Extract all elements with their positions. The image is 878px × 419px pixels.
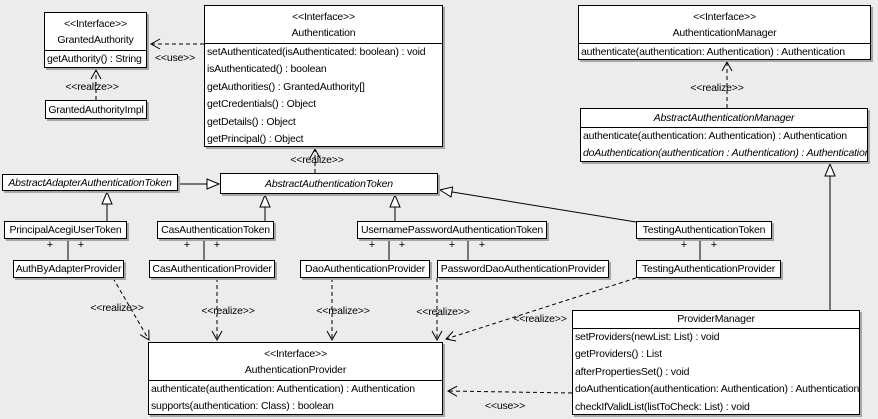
class-box-authentication-manager[interactable]: <<Interface>> AuthenticationManager auth… [578,5,871,60]
class-box-abstract-authentication-manager[interactable]: AbstractAuthenticationManager authentica… [580,108,868,162]
association-end-label: + [680,239,688,251]
class-box-testing-authentication-provider[interactable]: TestingAuthenticationProvider [636,260,781,278]
class-name: AuthByAdapterProvider [15,263,122,275]
class-name: CasAuthenticationToken [161,224,270,236]
class-box-authentication[interactable]: <<Interface>> Authentication setAuthenti… [204,5,443,147]
box-header: <<Interface>> AuthenticationProvider [149,343,442,381]
class-box-auth-by-adapter-provider[interactable]: AuthByAdapterProvider [13,260,124,278]
method: getDetails() : Object [207,115,296,128]
association-end-label: + [368,239,376,251]
use-label: <<use>> [484,400,526,412]
box-header: <<Interface>> AuthenticationManager [579,6,870,44]
class-box-cas-authentication-provider[interactable]: CasAuthenticationProvider [149,260,275,278]
class-name: PrincipalAcegiUserToken [9,224,122,236]
association-end-label: + [77,239,85,251]
methods-compartment: setProviders(newList: List) : void getPr… [573,329,859,414]
class-box-password-dao-authentication-provider[interactable]: PasswordDaoAuthenticationProvider [437,260,609,278]
stereotype: <<Interface>> [292,11,355,23]
methods-compartment: authenticate(authentication: Authenticat… [579,44,870,59]
box-header: <<Interface>> GrantedAuthority [45,13,146,51]
method: afterPropertiesSet() : void [575,365,690,378]
method: authenticate(authentication: Authenticat… [151,383,415,395]
realize-label: <<realize>> [416,306,470,318]
realize-label: <<realize>> [690,82,744,94]
class-box-abstract-adapter-authentication-token[interactable]: AbstractAdapterAuthenticationToken [2,174,178,191]
methods-compartment: setAuthenticated(isAuthenticated: boolea… [205,44,442,146]
association-end-label: + [398,239,406,251]
method: getAuthority() : String [47,53,142,65]
realize-auth-by-adapter-provider [112,277,150,341]
class-name: UsernamePasswordAuthenticationToken [360,224,544,236]
realize-label: <<realize>> [513,313,567,325]
method: getAuthorities() : GrantedAuthority[] [207,80,365,93]
method: doAuthentication(authentication : Authen… [583,147,867,160]
method: checkIfValidList(listToCheck: List) : vo… [575,400,750,413]
realize-label: <<realize>> [90,302,144,314]
box-header: <<Interface>> Authentication [205,6,442,44]
method: authenticate(authentication: Authenticat… [583,130,847,142]
method: setProviders(newList: List) : void [575,331,720,343]
realize-label: <<realize>> [65,81,119,93]
method: getProviders() : List [575,348,662,361]
method: supports(authentication: Class) : boolea… [151,400,334,413]
class-box-provider-manager[interactable]: ProviderManager setProviders(newList: Li… [572,310,860,415]
association-end-label: + [46,239,54,251]
class-box-principal-acegi-user-token[interactable]: PrincipalAcegiUserToken [4,221,127,239]
class-box-authentication-provider[interactable]: <<Interface>> AuthenticationProvider aut… [148,342,443,415]
association-end-label: + [448,239,456,251]
stereotype: <<Interface>> [64,18,127,30]
method: doAuthentication(authentication: Authent… [575,383,859,396]
class-name: TestingAuthenticationToken [642,224,766,236]
use-provider-manager-authentication-provider [446,385,573,397]
method: setAuthenticated(isAuthenticated: boolea… [207,46,426,58]
methods-compartment: authenticate(authentication: Authenticat… [581,128,867,161]
association-end-label: + [478,239,486,251]
method: getPrincipal() : Object [207,133,304,146]
class-box-granted-authority[interactable]: <<Interface>> GrantedAuthority getAuthor… [44,12,147,68]
stereotype: <<Interface>> [693,11,756,23]
class-name: AuthenticationManager [672,27,777,39]
class-name: CasAuthenticationProvider [152,263,272,275]
use-label: <<use>> [154,52,196,64]
class-box-username-password-authentication-token[interactable]: UsernamePasswordAuthenticationToken [357,221,547,239]
method: authenticate(authentication: Authenticat… [581,46,845,58]
association-end-label: + [213,239,221,251]
class-box-cas-authentication-token[interactable]: CasAuthenticationToken [157,221,274,239]
class-name: ProviderManager [573,311,859,329]
class-box-dao-authentication-provider[interactable]: DaoAuthenticationProvider [300,260,430,278]
class-name: AbstractAuthenticationToken [265,177,393,190]
realize-label: <<realize>> [201,305,255,317]
class-name: Authentication [291,27,356,39]
realize-label: <<realize>> [290,154,344,166]
association-end-label: + [710,239,718,251]
class-name: GrantedAuthorityImpl [48,103,144,116]
method: getCredentials() : Object [207,98,316,111]
class-name: PasswordDaoAuthenticationProvider [440,263,606,275]
class-name: TestingAuthenticationProvider [641,263,776,275]
stereotype: <<Interface>> [264,348,327,360]
class-name: AbstractAdapterAuthenticationToken [8,176,172,189]
method: isAuthenticated() : boolean [207,63,327,76]
class-box-abstract-authentication-token[interactable]: AbstractAuthenticationToken [220,173,438,194]
class-box-granted-authority-impl[interactable]: GrantedAuthorityImpl [45,100,147,119]
generalization-testing-token [438,186,637,223]
methods-compartment: authenticate(authentication: Authenticat… [149,381,442,414]
association-end-label: + [183,239,191,251]
methods-compartment: getAuthority() : String [45,51,146,67]
class-name: GrantedAuthority [57,34,134,46]
class-name: AbstractAuthenticationManager [581,109,867,128]
class-name: DaoAuthenticationProvider [305,263,425,275]
class-box-testing-authentication-token[interactable]: TestingAuthenticationToken [636,221,772,239]
realize-label: <<realize>> [316,305,370,317]
class-name: AuthenticationProvider [244,364,347,376]
realize-testing-provider [445,277,637,342]
